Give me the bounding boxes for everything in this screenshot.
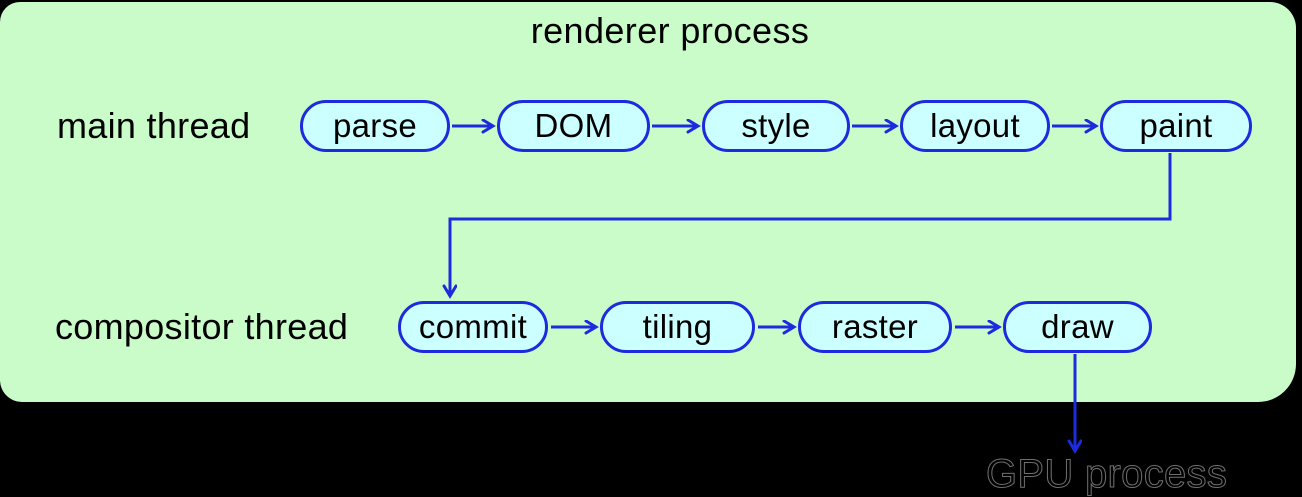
stage-node-raster: raster (798, 301, 952, 353)
stage-node-dom: DOM (497, 100, 650, 152)
stage-node-paint: paint (1100, 100, 1252, 152)
stage-node-commit: commit (398, 301, 548, 353)
stage-node-draw: draw (1003, 301, 1152, 353)
diagram-title: renderer process (530, 10, 810, 51)
compositor-thread-label: compositor thread (55, 306, 349, 347)
stage-node-layout: layout (900, 100, 1050, 152)
stage-node-style: style (702, 100, 850, 152)
gpu-process-label: GPU process (985, 452, 1228, 497)
stage-node-parse: parse (300, 100, 450, 152)
stage-node-tiling: tiling (600, 301, 755, 353)
main-thread-label: main thread (57, 105, 251, 146)
